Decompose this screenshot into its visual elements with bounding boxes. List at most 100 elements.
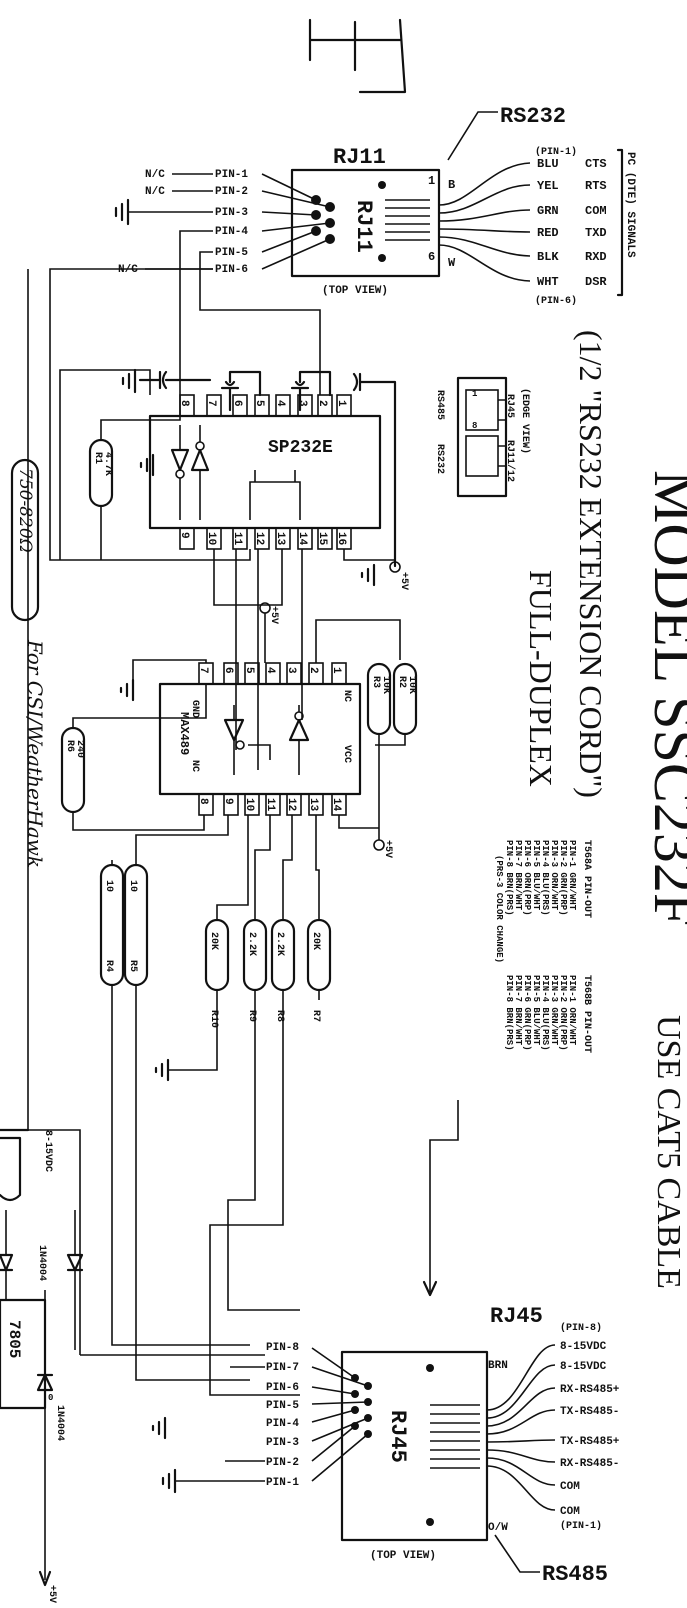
resistor-r2: R2 10K xyxy=(375,662,418,746)
rj11-title: RJ11 xyxy=(333,145,386,170)
svg-text:COM: COM xyxy=(585,204,607,218)
svg-text:10: 10 xyxy=(205,532,217,545)
svg-text:COM: COM xyxy=(560,1481,580,1493)
svg-text:7: 7 xyxy=(205,400,217,407)
svg-text:YEL: YEL xyxy=(537,179,559,193)
rs232-tag: RS232 xyxy=(447,104,566,161)
svg-text:1: 1 xyxy=(330,667,342,674)
svg-text:PIN-1: PIN-1 xyxy=(266,1477,299,1489)
svg-text:R7: R7 xyxy=(310,1010,321,1022)
svg-text:6: 6 xyxy=(231,400,243,407)
svg-text:14: 14 xyxy=(296,532,308,546)
edge-view-jacks: 1 8 (EDGE VIEW) RJ45 RJ11/12 RS485 RS232 xyxy=(434,376,531,498)
svg-text:COM: COM xyxy=(560,1506,580,1518)
ground-symbol xyxy=(114,198,130,226)
rj11-body xyxy=(290,168,441,278)
svg-text:13: 13 xyxy=(307,798,319,812)
svg-text:20K: 20K xyxy=(310,932,321,950)
rj45-view-label: (TOP VIEW) xyxy=(370,1550,436,1562)
svg-text:8: 8 xyxy=(197,798,209,805)
pc-signals-label: PC (DTE) SIGNALS xyxy=(624,152,636,258)
pinout-table: T568A PIN-OUT T568B PIN-OUT PIN-1 GRN/WH… xyxy=(422,840,592,1297)
svg-text:RX-RS485+: RX-RS485+ xyxy=(560,1384,620,1396)
svg-text:(PIN-1): (PIN-1) xyxy=(560,1520,602,1532)
svg-text:2.2K: 2.2K xyxy=(274,932,285,956)
svg-text:NC: NC xyxy=(189,760,200,772)
svg-text:PIN-8 BRN(PRS): PIN-8 BRN(PRS) xyxy=(504,975,514,1051)
power-section: 8-15VDC 1N4004 7805 0 1N4004 +5V xyxy=(0,1128,84,1603)
svg-text:PIN-5 BLU/WHT: PIN-5 BLU/WHT xyxy=(531,975,541,1046)
svg-text:PIN-7 BRN/WHT: PIN-7 BRN/WHT xyxy=(513,975,523,1046)
model-title: MODEL SSC232F xyxy=(642,470,687,926)
svg-text:2: 2 xyxy=(307,667,319,674)
sp232e-ic: SP232E 1 2 3 4 5 6 7 8 16 15 14 xyxy=(148,394,382,550)
svg-text:PIN-5: PIN-5 xyxy=(266,1400,299,1412)
svg-text:PIN-7 BRN/WHT: PIN-7 BRN/WHT xyxy=(513,840,523,911)
svg-text:RTS: RTS xyxy=(585,179,607,193)
rj45-signals: (PIN-8) (PIN-1) 8-15VDC 8-15VDC RX-RS485… xyxy=(486,1322,620,1532)
rs485-tag: RS485 xyxy=(494,1534,608,1587)
svg-text:RED: RED xyxy=(537,226,559,240)
svg-text:CTS: CTS xyxy=(585,157,607,171)
svg-text:WHT: WHT xyxy=(537,275,559,289)
plus5v-out: +5V xyxy=(46,1585,57,1603)
model-subtitle: (1/2 "RS232 EXTENSION CORD") xyxy=(573,330,609,798)
svg-text:14: 14 xyxy=(330,798,342,812)
svg-text:12: 12 xyxy=(285,798,297,811)
svg-text:R9: R9 xyxy=(246,1010,257,1022)
svg-text:8-15VDC: 8-15VDC xyxy=(560,1361,607,1373)
svg-text:PIN-1 GRN/WHT: PIN-1 GRN/WHT xyxy=(567,840,577,911)
sp232e-bottom-pins: 16 15 14 13 12 11 10 9 xyxy=(178,527,352,550)
resistor-r10: 20K R10 xyxy=(168,815,249,1071)
resistor-r4: 10 R4 xyxy=(99,860,250,1346)
svg-text:R8: R8 xyxy=(274,1010,285,1022)
svg-text:10: 10 xyxy=(127,880,138,892)
duplex-label: FULL-DUPLEX xyxy=(523,570,559,787)
corner-mark xyxy=(308,18,407,94)
svg-text:PIN-8 BRN(PRS): PIN-8 BRN(PRS) xyxy=(504,840,514,916)
svg-text:PIN-6: PIN-6 xyxy=(266,1382,299,1394)
svg-text:PIN-2: PIN-2 xyxy=(215,186,248,198)
vcc-node-max489-top: +5V xyxy=(132,602,401,690)
svg-text:TX-RS485-: TX-RS485- xyxy=(560,1406,619,1418)
handwritten-notes: 750-820Ω For CSI/WeatherHawk xyxy=(10,458,47,868)
svg-text:GRN: GRN xyxy=(537,204,559,218)
rj11-left-pins: N/C PIN-1 N/C PIN-2 PIN-3 PIN-4 PIN-5 N/… xyxy=(118,169,331,276)
svg-text:1: 1 xyxy=(472,389,478,399)
rj45-connector: RJ45 RJ45 BRN O/W (TOP VIEW) xyxy=(340,1304,543,1562)
svg-text:(PRS-3 COLOR CHANGE): (PRS-3 COLOR CHANGE) xyxy=(494,855,504,963)
svg-text:8: 8 xyxy=(472,421,477,431)
svg-text:RS232: RS232 xyxy=(500,104,566,129)
max489-bottom-pins: 14 13 12 11 10 9 8 xyxy=(197,793,347,816)
svg-text:PIN-5: PIN-5 xyxy=(215,247,248,259)
signal-traces xyxy=(27,230,395,1355)
max489-ic: MAX489 GND NC NC VCC 1 2 3 4 5 6 7 14 xyxy=(158,662,362,816)
svg-text:BLU: BLU xyxy=(537,157,559,171)
svg-text:12: 12 xyxy=(253,532,265,545)
svg-text:RXD: RXD xyxy=(585,250,607,264)
svg-text:R5: R5 xyxy=(127,960,138,972)
svg-text:RJ11/12: RJ11/12 xyxy=(504,440,516,482)
rj11-view-label: (TOP VIEW) xyxy=(322,285,388,297)
svg-text:16: 16 xyxy=(335,532,347,545)
rj45-body-label: RJ45 xyxy=(385,1410,410,1463)
svg-text:PIN-2 GRN(PRP): PIN-2 GRN(PRP) xyxy=(558,840,568,916)
svg-text:+5V: +5V xyxy=(268,606,279,624)
resistor-r1: R1 4.7K xyxy=(88,395,181,560)
svg-text:10K: 10K xyxy=(380,676,391,694)
svg-text:3: 3 xyxy=(296,400,308,407)
svg-text:+5V: +5V xyxy=(398,572,409,590)
resistor-r7: 20K R7 xyxy=(306,815,332,1022)
svg-text:GND: GND xyxy=(189,700,200,718)
svg-text:T568B PIN-OUT: T568B PIN-OUT xyxy=(581,975,592,1053)
svg-text:PIN-1 ORN/WHT: PIN-1 ORN/WHT xyxy=(567,975,577,1046)
svg-text:PIN-2 ORN(PRP): PIN-2 ORN(PRP) xyxy=(558,975,568,1051)
resistor-r8: 2.2K R8 xyxy=(209,815,300,1396)
svg-text:N/C: N/C xyxy=(118,264,138,276)
svg-text:(PIN-6): (PIN-6) xyxy=(535,295,577,307)
svg-text:R2: R2 xyxy=(396,676,407,688)
svg-text:N/C: N/C xyxy=(145,169,165,181)
svg-text:10: 10 xyxy=(103,880,114,892)
svg-text:DSR: DSR xyxy=(585,275,607,289)
